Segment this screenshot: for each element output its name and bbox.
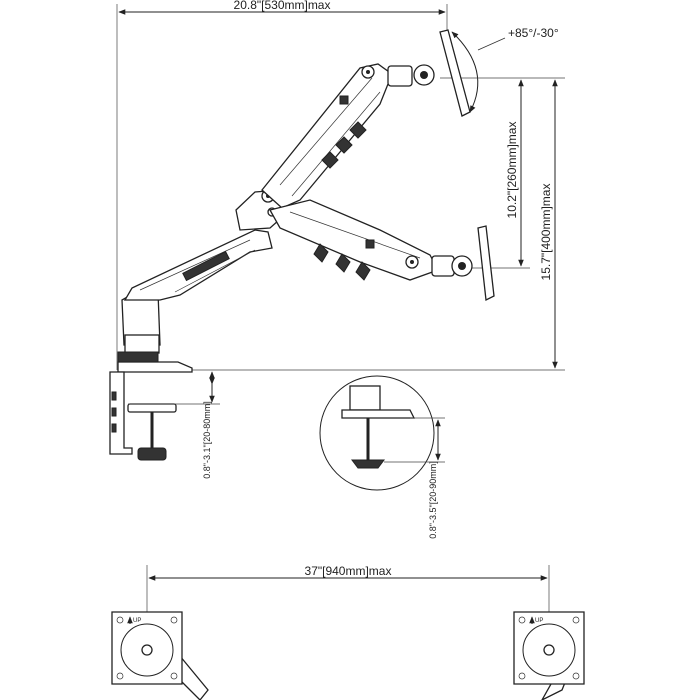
reach-dimension: 20.8"[530mm]max bbox=[116, 0, 448, 370]
grommet-detail: 0.8"-3.5"[20-90mm] bbox=[319, 375, 445, 539]
upper-arm-raised bbox=[261, 63, 393, 209]
lowered-arm-gas-spring bbox=[313, 243, 371, 281]
raised-vesa-plate bbox=[439, 29, 471, 117]
pole-collar bbox=[124, 334, 160, 354]
left-plate-hub bbox=[141, 644, 153, 656]
left-plate-up-label: UP bbox=[133, 618, 141, 624]
grommet-base bbox=[341, 409, 416, 419]
clamp-pad bbox=[127, 403, 177, 413]
height-full-label: 15.7"[400mm]max bbox=[539, 184, 553, 281]
right-plate-up-label: UP bbox=[535, 618, 543, 624]
clamp-range-label: 0.8"-3.1"[20-80mm] bbox=[202, 401, 212, 478]
monitor-arm bbox=[117, 29, 495, 373]
clamp-knob bbox=[137, 447, 167, 461]
lower-arm-slot bbox=[182, 250, 230, 282]
raised-arm-gas-spring bbox=[321, 121, 367, 169]
base-plate bbox=[117, 351, 159, 363]
vesa-plate-right: UP bbox=[513, 611, 585, 700]
height-dimensions: 10.2"[260mm]max 15.7"[400mm]max bbox=[190, 77, 565, 371]
desk-clamp: 0.8"-3.1"[20-80mm] bbox=[109, 371, 220, 479]
right-plate-circle bbox=[522, 623, 576, 677]
grommet-pole bbox=[349, 385, 381, 411]
tilt-dimension: +85°/-30° bbox=[451, 26, 559, 113]
height-mid-label: 10.2"[260mm]max bbox=[505, 122, 519, 219]
span-dimension: 37"[940mm]max bbox=[146, 564, 550, 650]
reach-label: 20.8"[530mm]max bbox=[234, 0, 331, 12]
raised-arm-badge bbox=[339, 95, 349, 105]
grommet-detail-circle bbox=[319, 375, 435, 491]
left-plate-circle bbox=[120, 623, 174, 677]
lowered-tilt-head bbox=[431, 255, 455, 277]
grommet-range-label: 0.8"-3.5"[20-90mm] bbox=[428, 461, 438, 538]
grommet-wing-nut bbox=[351, 459, 385, 469]
right-plate-hub bbox=[543, 644, 555, 656]
vesa-plate-left: UP bbox=[111, 611, 209, 700]
lowered-vesa-plate bbox=[477, 225, 495, 301]
raised-tilt-head bbox=[387, 65, 413, 87]
base-foot bbox=[117, 361, 193, 373]
tilt-label: +85°/-30° bbox=[508, 26, 559, 40]
span-label: 37"[940mm]max bbox=[305, 564, 392, 578]
lowered-arm-badge bbox=[365, 239, 375, 249]
